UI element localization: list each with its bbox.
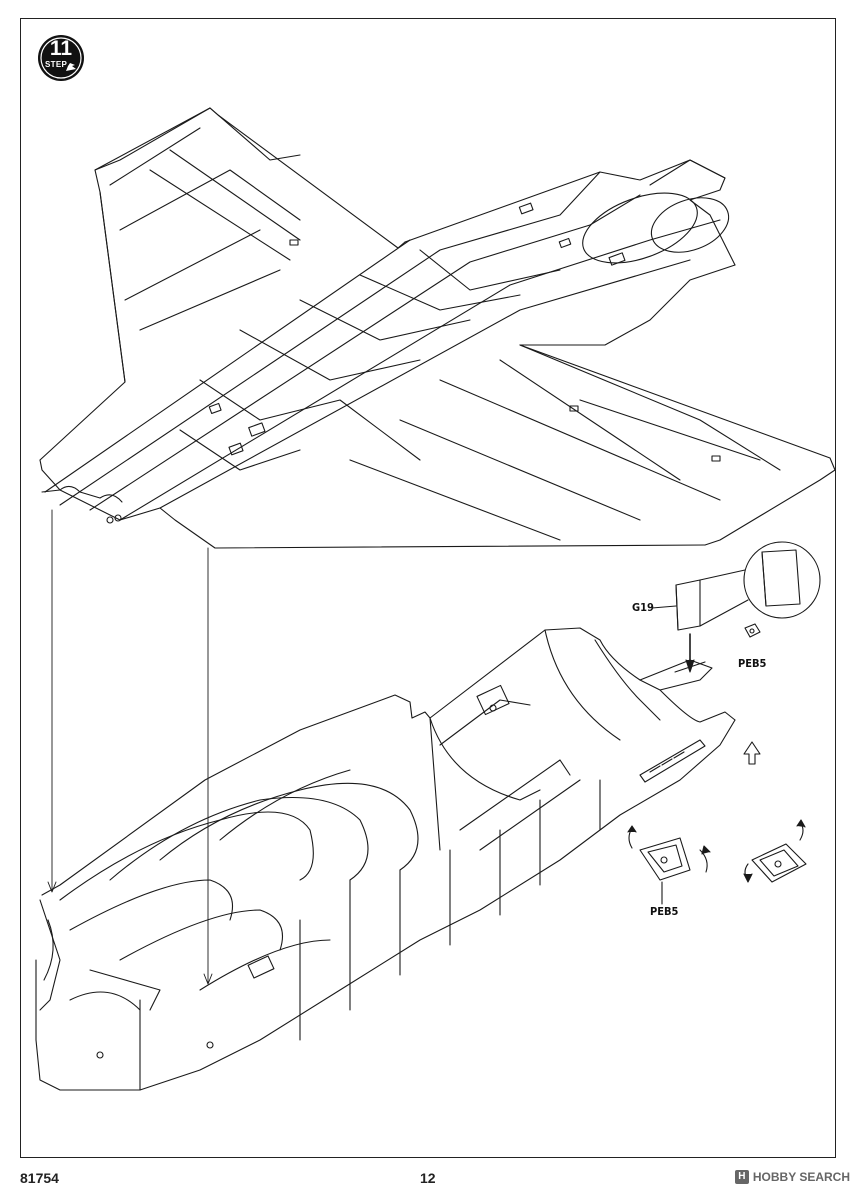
- page-frame: [20, 18, 836, 1158]
- step-badge: 11 STEP: [36, 33, 86, 83]
- watermark-logo-icon: H: [734, 1170, 749, 1184]
- watermark: H HOBBY SEARCH: [734, 1168, 850, 1186]
- peb5-label-bottom: PEB5: [650, 905, 679, 918]
- step-word: STEP: [45, 60, 68, 69]
- part-peb5-views: [627, 819, 807, 905]
- part-peb5-small: [744, 623, 761, 638]
- kit-number: 81754: [20, 1170, 59, 1186]
- wing-assembly: [39, 107, 836, 549]
- step-number: 11: [49, 37, 73, 60]
- step-badge-icon: [38, 35, 84, 81]
- peb5-label-top: PEB5: [738, 657, 767, 670]
- page-number: 12: [420, 1170, 436, 1186]
- part-g19: [651, 541, 821, 673]
- watermark-text: HOBBY SEARCH: [752, 1170, 850, 1184]
- g19-label: G19: [632, 601, 654, 614]
- up-arrow-icon: [743, 741, 761, 765]
- fuselage-half: [35, 627, 736, 1091]
- alignment-guides: [47, 509, 213, 985]
- magnifier-circle: [743, 541, 821, 619]
